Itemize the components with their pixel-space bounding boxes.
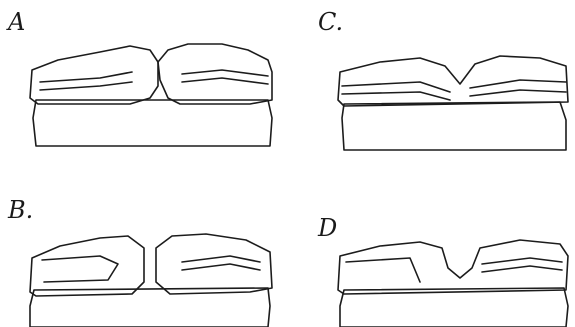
panel-b-base-layer	[30, 288, 270, 327]
panel-b: B.	[7, 196, 272, 327]
panel-c-base-layer	[342, 102, 566, 150]
panel-c-label: C.	[318, 8, 343, 36]
panel-a-left-fold	[30, 46, 158, 104]
panel-d: D	[317, 214, 568, 327]
panel-d-label: D	[317, 214, 337, 242]
panel-c: C.	[318, 8, 568, 150]
panel-b-label: B.	[7, 196, 33, 224]
panel-b-right-fold	[156, 234, 272, 294]
panel-a-label: A	[6, 8, 25, 36]
panel-a: A	[6, 8, 272, 146]
panel-b-left-fold	[30, 236, 144, 296]
panel-a-base-layer	[33, 100, 272, 146]
